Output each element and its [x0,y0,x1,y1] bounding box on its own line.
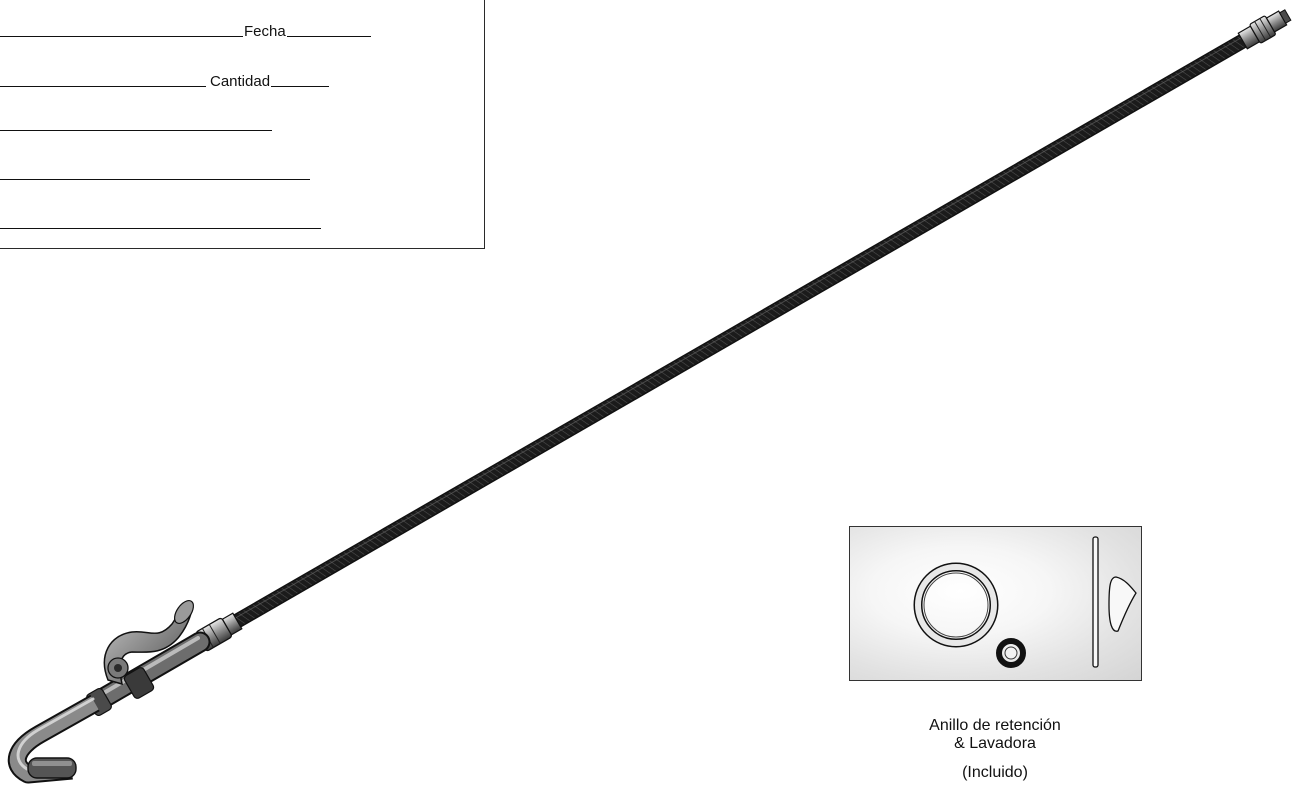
washer-side-view [1092,536,1099,668]
o-ring-cross-section [1108,576,1137,632]
detail-caption-line3: (Incluido) [962,764,1028,781]
form-row-blank-2 [0,161,310,183]
detail-caption-line1: Anillo de retención [929,717,1061,734]
form-row-date: Fecha [0,18,371,40]
form-row-blank-1 [0,112,272,134]
date-label: Fecha [244,23,286,40]
blank-line[interactable] [0,35,243,37]
hook-spout [7,694,100,784]
date-field[interactable] [286,35,371,37]
valve-collar [86,667,155,717]
form-row-quantity: Cantidad [0,68,330,90]
valve-body [89,631,211,711]
detail-panel [849,526,1142,681]
o-ring-icon [913,562,999,648]
lever-handle [103,600,195,686]
blank-line[interactable] [0,178,310,180]
info-form: Fecha Cantidad [0,0,485,249]
quantity-label: Cantidad [210,73,271,90]
washer-icon [996,638,1026,668]
quantity-field[interactable] [271,85,330,87]
top-fitting [1237,9,1292,50]
braided-hose [228,31,1252,631]
detail-drawing [913,536,1137,668]
detail-caption-line2: & Lavadora [954,735,1036,752]
blank-line[interactable] [0,129,272,131]
form-row-blank-3 [0,210,321,232]
blank-line[interactable] [0,85,206,87]
blank-line[interactable] [0,227,321,229]
